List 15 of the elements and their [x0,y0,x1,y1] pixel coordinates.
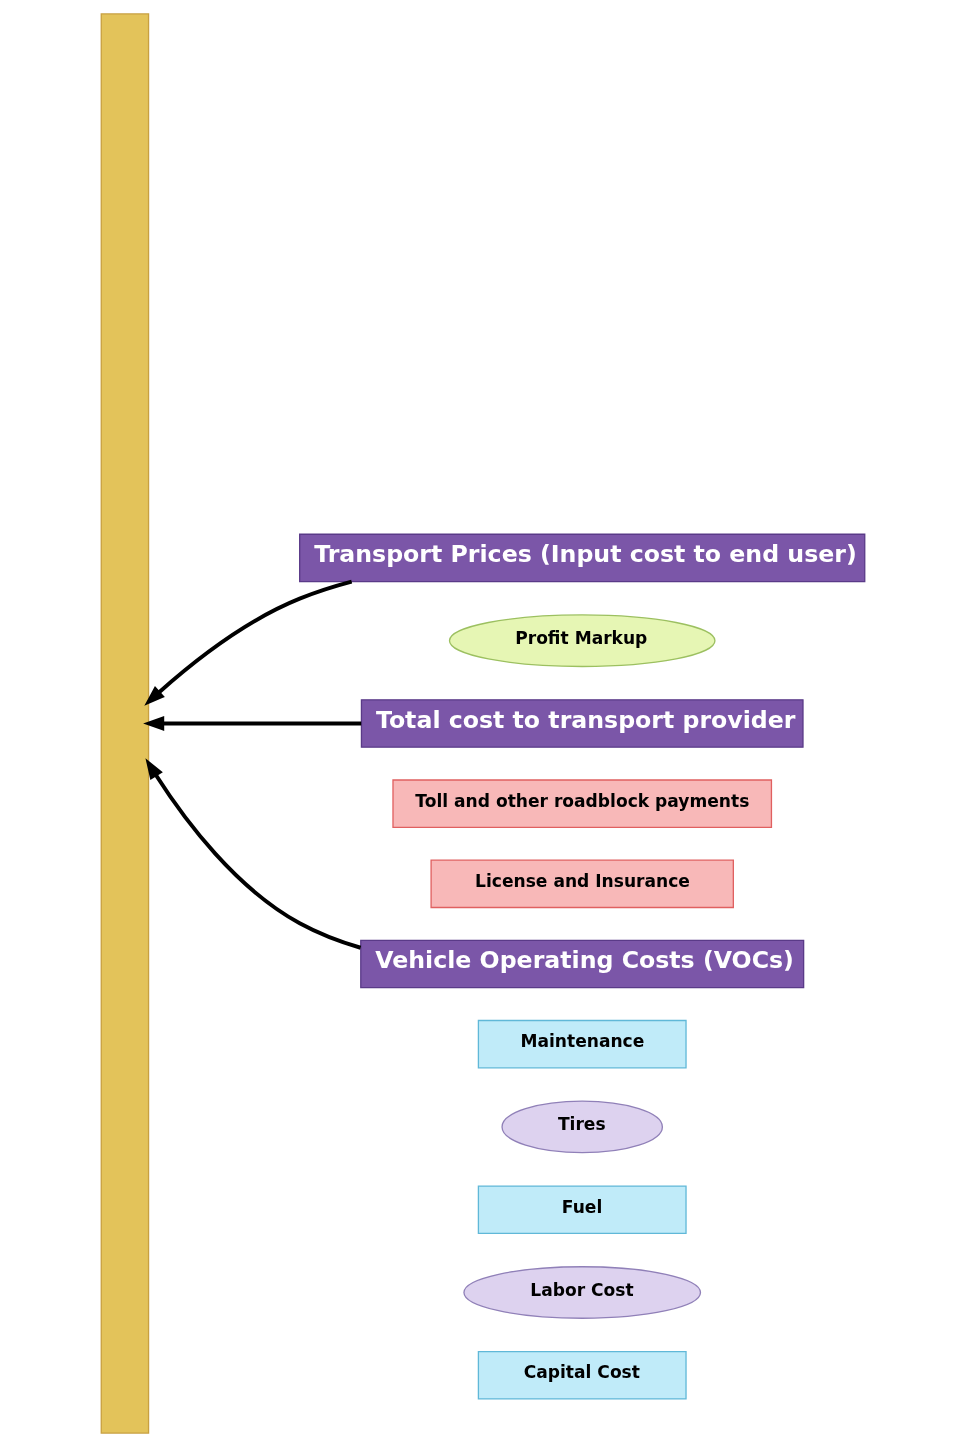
node-box: Vehicle Operating Costs (VOCs) [359,939,804,989]
arrow [143,579,352,706]
node-box: Capital Cost [477,1351,687,1400]
node-ellipse: Profit Markup [448,614,716,668]
node-box: Total cost to transport provider [360,699,804,748]
arrow [142,716,361,731]
node-box: Fuel [477,1185,687,1235]
node-ellipse: Tires [500,1100,663,1154]
arrow [144,758,361,950]
node-box: Toll and other roadblock payments [391,779,772,828]
node-arrow [100,13,149,1434]
node-box: License and Insurance [429,859,734,909]
node-box: Maintenance [477,1019,687,1069]
node-ellipse: Labor Cost [462,1266,701,1319]
node-box: Transport Prices (Input cost to end user) [298,533,865,583]
